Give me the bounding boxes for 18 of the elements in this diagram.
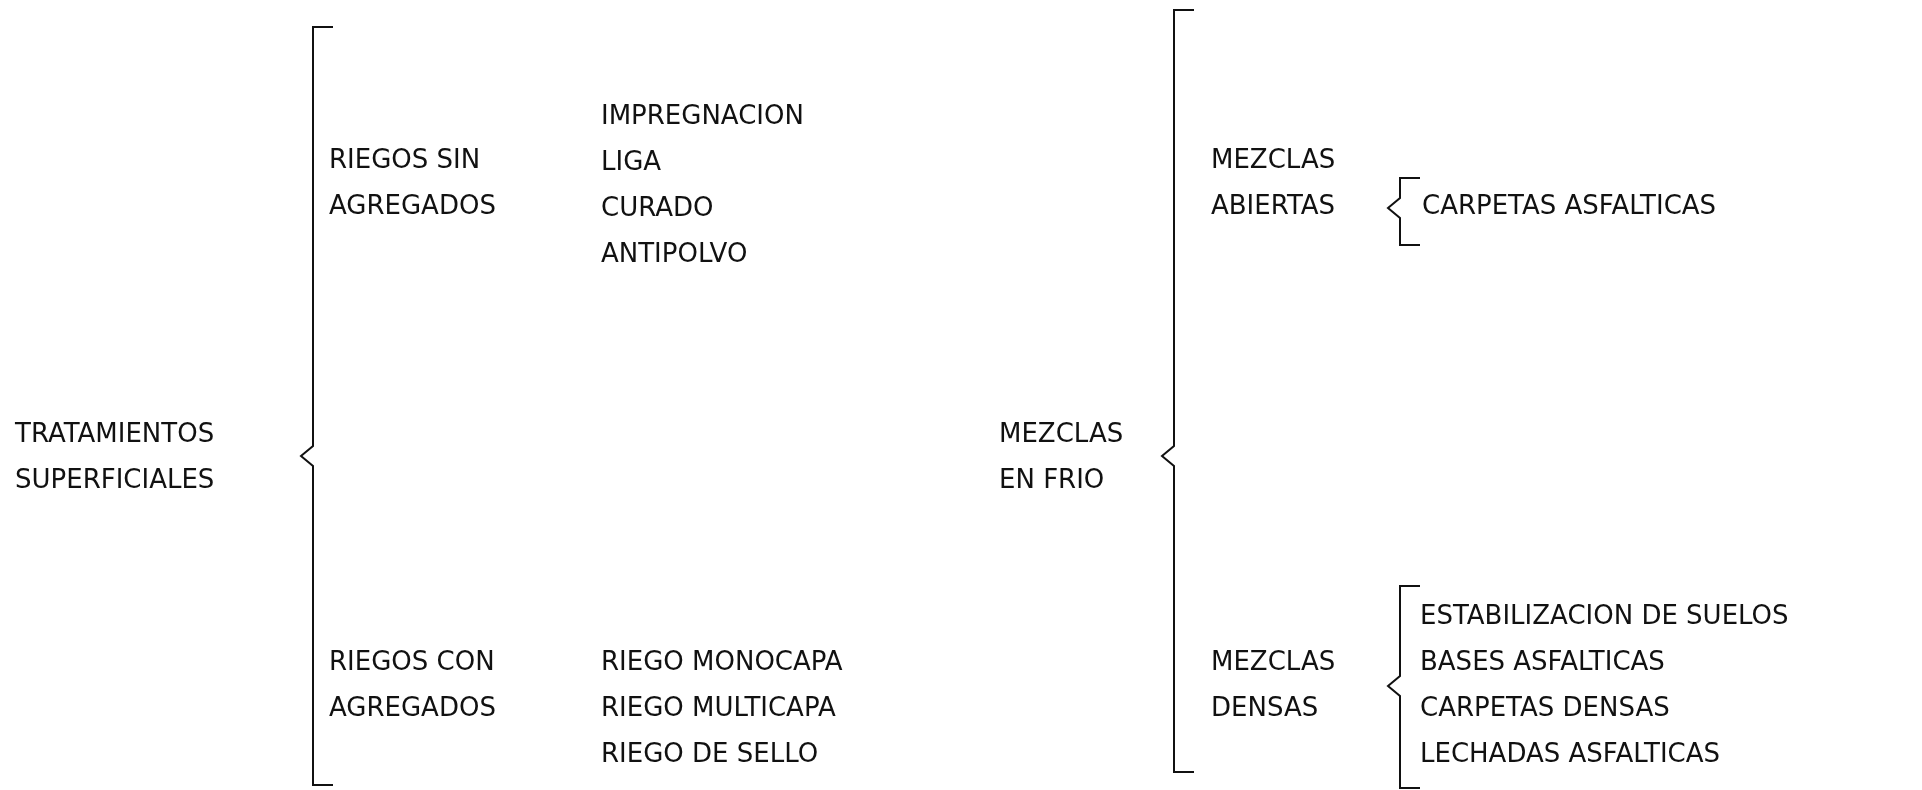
item-label: LIGA [601, 145, 662, 178]
category-label: RIEGOS CON AGREGADOS [329, 645, 497, 724]
category-label: MEZCLAS DENSAS [1211, 645, 1337, 724]
item-label: IMPREGNACION [601, 99, 804, 132]
item-label: CURADO [601, 191, 714, 224]
item-label: CARPETAS ASFALTICAS [1422, 189, 1717, 222]
item-label: CARPETAS DENSAS [1420, 691, 1670, 724]
item-label: RIEGO DE SELLO [601, 737, 819, 770]
category-label: TRATAMIENTOS SUPERFICIALES [15, 417, 216, 496]
category-label: MEZCLAS ABIERTAS [1211, 143, 1337, 222]
item-label: RIEGO MONOCAPA [601, 645, 843, 678]
item-label: ESTABILIZACION DE SUELOS [1420, 599, 1789, 632]
category-label: RIEGOS SIN AGREGADOS [329, 143, 497, 222]
item-label: RIEGO MULTICAPA [601, 691, 836, 724]
item-label: ANTIPOLVO [601, 237, 748, 270]
item-label: LECHADAS ASFALTICAS [1420, 737, 1721, 770]
item-label: BASES ASFALTICAS [1420, 645, 1665, 678]
category-label: MEZCLAS EN FRIO [999, 417, 1125, 496]
